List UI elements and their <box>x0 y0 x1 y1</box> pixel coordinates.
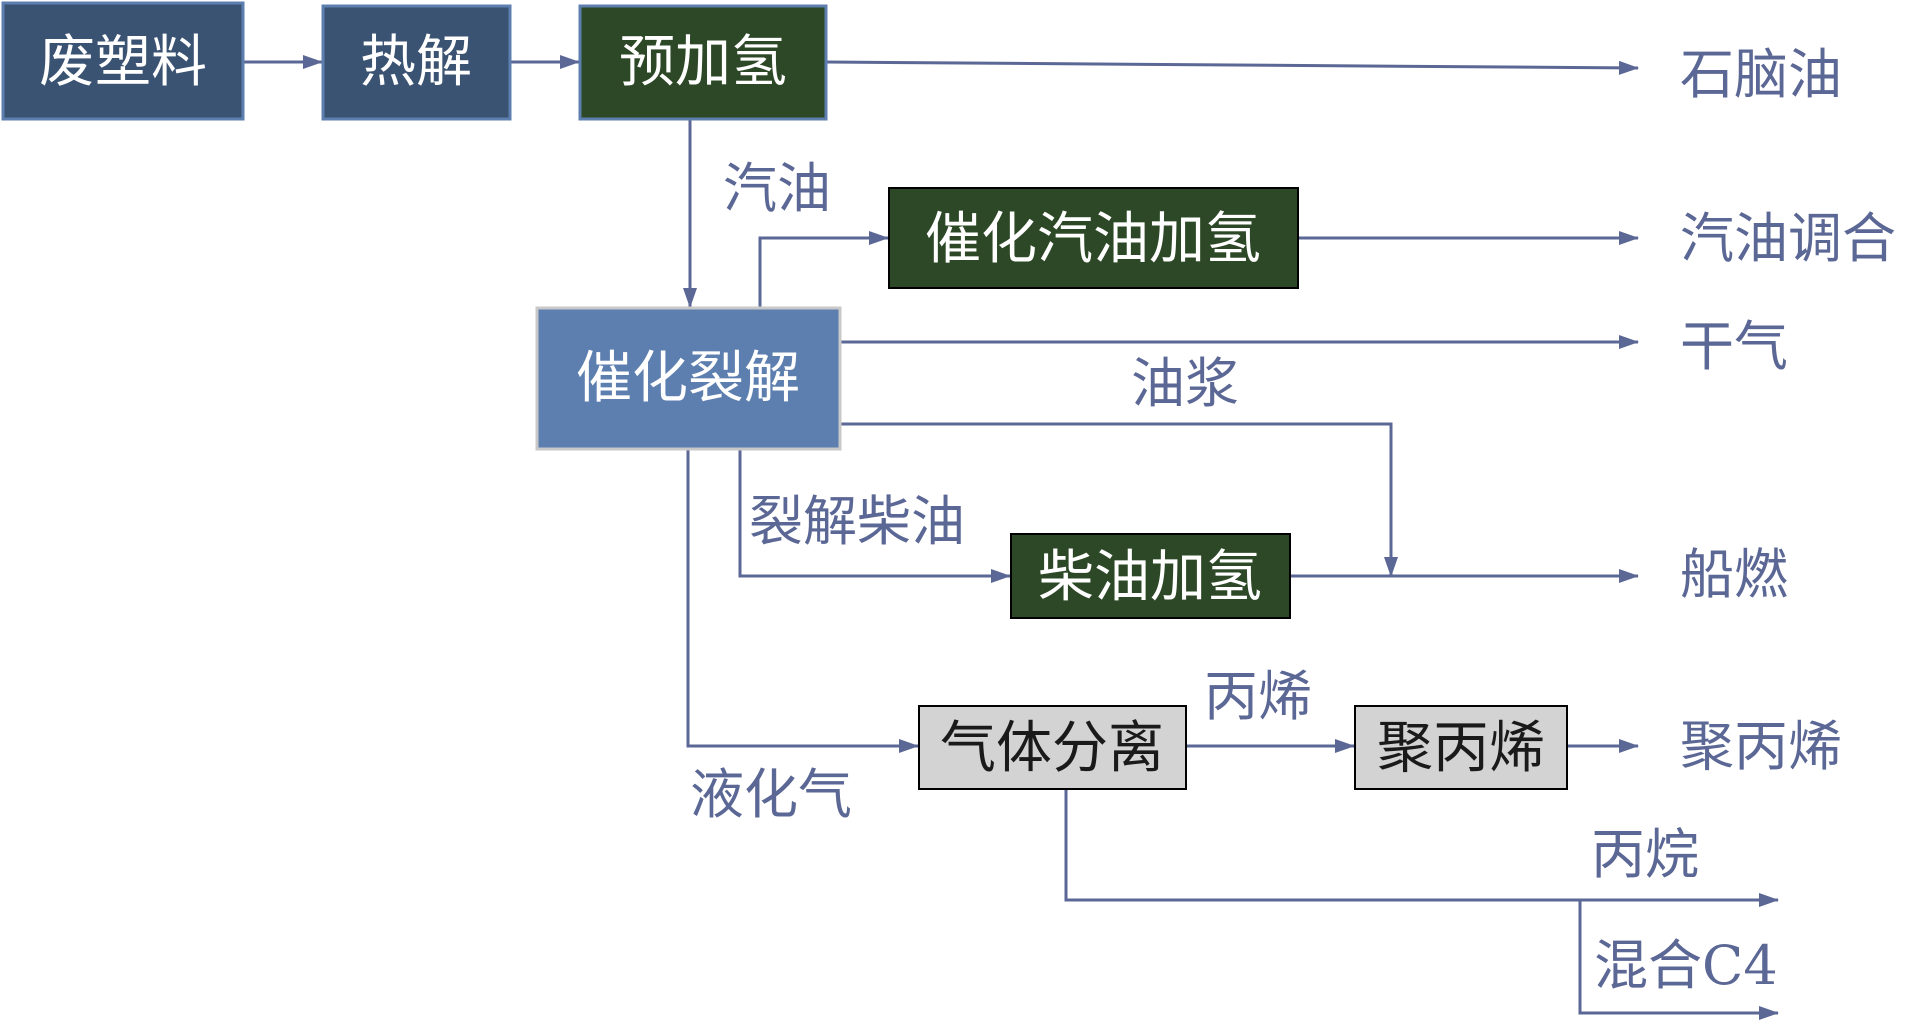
box-fcc-gasoline-hydro: 催化汽油加氢 <box>888 187 1299 289</box>
label-propane: 丙烷 <box>1591 823 1699 886</box>
label-gasoline: 汽油 <box>723 157 831 220</box>
arrow-to-mixed-c4 <box>1578 900 1779 1020</box>
output-mixed-c4: 混合C4 <box>1594 934 1778 997</box>
box-prehydro: 预加氢 <box>578 4 828 121</box>
output-dry-gas: 干气 <box>1680 315 1788 378</box>
output-polypropylene: 聚丙烯 <box>1680 715 1842 778</box>
box-pyrolysis: 热解 <box>321 4 512 121</box>
box-polypropylene-unit: 聚丙烯 <box>1354 705 1568 790</box>
label-slurry: 油浆 <box>1131 352 1239 415</box>
label-lpg: 液化气 <box>690 763 852 826</box>
box-gas-separation-label: 气体分离 <box>940 716 1164 781</box>
box-waste-plastic-label: 废塑料 <box>39 30 207 95</box>
box-diesel-hydro: 柴油加氢 <box>1010 533 1291 619</box>
box-diesel-hydro-label: 柴油加氢 <box>1038 545 1262 610</box>
box-waste-plastic: 废塑料 <box>1 1 245 121</box>
box-gas-separation: 气体分离 <box>918 705 1187 790</box>
arrow-fcc-to-diesel-hydro <box>738 449 1011 583</box>
box-prehydro-label: 预加氢 <box>619 30 787 95</box>
output-gasoline-blend: 汽油调合 <box>1680 207 1896 270</box>
box-fcc-gasoline-hydro-label: 催化汽油加氢 <box>925 207 1261 272</box>
connectors <box>243 55 1779 1020</box>
arrow-fcc-to-gas-sep <box>686 449 919 753</box>
arrow-fcc-slurry <box>840 422 1398 577</box>
label-cracked-diesel: 裂解柴油 <box>749 490 965 553</box>
arrow-gas-sep-to-propane <box>1064 789 1779 907</box>
output-naphtha: 石脑油 <box>1680 43 1842 106</box>
box-pyrolysis-label: 热解 <box>360 30 472 95</box>
arrow-prehydro-to-naphtha <box>825 60 1639 75</box>
box-fcc: 催化裂解 <box>535 306 842 451</box>
output-marine-fuel: 船燃 <box>1680 543 1788 606</box>
box-fcc-label: 催化裂解 <box>576 346 800 411</box>
label-propylene: 丙烯 <box>1204 665 1312 728</box>
arrow-fcc-to-gasoline-hydro <box>758 231 889 307</box>
box-polypropylene-unit-label: 聚丙烯 <box>1377 716 1545 781</box>
